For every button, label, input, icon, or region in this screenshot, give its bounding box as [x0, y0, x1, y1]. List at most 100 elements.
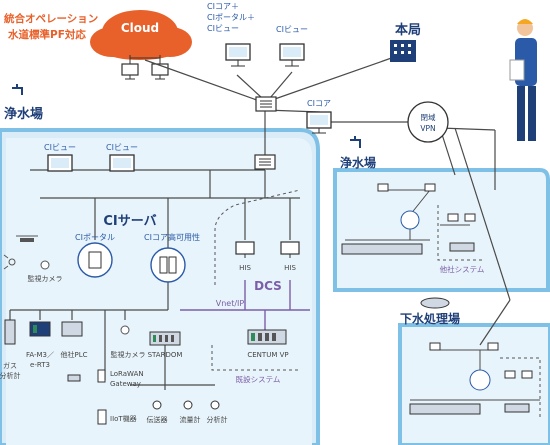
- gas-analyzer-label-1: ガス: [3, 361, 17, 370]
- ci-view-label-2: CIビュー: [106, 143, 138, 152]
- ci-core-ha-server-icon-2: [168, 256, 177, 274]
- right-plant-other-rack-icon: [449, 242, 475, 252]
- ci-portal-server-icon: [88, 251, 102, 269]
- ci-core-monitor-icon: [306, 111, 332, 134]
- ci-view-top-monitor-icon: [279, 43, 305, 67]
- integrated-ops-label: 統合オペレーション: [4, 12, 98, 25]
- sewage-other-rack-icon: [504, 403, 530, 413]
- ci-core-label: CIコア: [307, 99, 331, 108]
- flowmeter-label: 流量計: [180, 415, 201, 424]
- other-company-system-label: 他社システム: [440, 264, 485, 274]
- dcs-boundary: [214, 189, 301, 285]
- lorawan-label-1: LoRaWAN: [110, 370, 144, 378]
- ci-view-top-label: CIビュー: [276, 25, 308, 34]
- purification-plant-right-zone: [333, 168, 550, 292]
- ci-portal-label: CIポータル: [75, 233, 115, 242]
- iiot-label: IIoT機器: [110, 414, 137, 423]
- cloud-icon: [90, 10, 192, 60]
- sewage-rack-icon: [409, 403, 481, 415]
- right-plant-monitor-icon-3: [464, 213, 476, 222]
- sewage-boundary: [500, 357, 541, 420]
- faucet-icon-left: [12, 84, 23, 95]
- sewage-tank-icon: [420, 297, 450, 309]
- surveillance-cam-label: 監視カメラ: [111, 350, 146, 359]
- right-plant-server-node: [400, 210, 420, 230]
- purification-plant-right-label: 浄水場: [340, 155, 376, 170]
- purification-plant-inner: [6, 138, 312, 445]
- head-office-label: 本局: [395, 22, 421, 38]
- fa-m3-label-1: FA-M3／: [26, 351, 54, 359]
- camera-icon: [120, 325, 130, 335]
- ci-core-ha-server-icon-1: [159, 256, 168, 274]
- right-plant-monitor-icon-2: [447, 213, 459, 222]
- sewage-server-node: [469, 369, 491, 391]
- existing-system-label: 既設システム: [236, 374, 281, 384]
- closed-vpn-label-2: VPN: [420, 124, 435, 133]
- lorawan-gateway-icon: [97, 369, 106, 383]
- drone-icon: [16, 235, 38, 242]
- head-office-building-icon: [390, 40, 416, 62]
- flowmeter-icon: [183, 400, 193, 410]
- sewage-plant-label: 下水処理場: [400, 311, 460, 326]
- iiot-device-icon: [97, 409, 107, 425]
- cloud-monitor-icon-1: [121, 63, 139, 80]
- valve-icon: [67, 374, 81, 382]
- closed-vpn-node: [407, 101, 449, 143]
- ci-view-label-1: CIビュー: [44, 143, 76, 152]
- right-plant-monitor-icon-1: [377, 183, 389, 192]
- fa-m3-label-2: e-RT3: [30, 361, 50, 369]
- top-network-lines: [144, 54, 511, 346]
- stardom-label: STARDOM: [148, 351, 183, 359]
- centum-label: CENTUM VP: [247, 351, 288, 359]
- ci-combo-label-3: CIビュー: [207, 24, 239, 33]
- other-plc-icon: [61, 321, 83, 337]
- ci-server-label: CIサーバ: [103, 214, 156, 229]
- sewage-monitor-icon-3: [521, 370, 533, 379]
- vnet-ip-label: Vnet/IP: [216, 299, 245, 308]
- his-label-1: HIS: [239, 264, 251, 272]
- gas-analyzer-label-2: 分析計: [0, 371, 21, 380]
- ci-view-monitor-icon-1: [47, 154, 73, 172]
- core-switch-icon: [255, 96, 277, 112]
- lorawan-label-2: Gateway: [110, 380, 141, 388]
- sewage-switch-icon: [487, 342, 499, 351]
- operator-person-icon: [509, 19, 537, 141]
- purification-plant-label: 浄水場: [4, 106, 43, 122]
- sensor-icon: [3, 254, 16, 270]
- ci-combo-monitor-icon: [225, 43, 251, 67]
- vnet-ip-line: [180, 280, 310, 330]
- stardom-rack-icon: [149, 331, 181, 346]
- sewage-monitor-icon-1: [429, 342, 441, 351]
- ci-view-monitor-icon-2: [109, 154, 135, 172]
- centum-rack-icon: [247, 329, 287, 345]
- analyzer-icon: [210, 400, 220, 410]
- water-std-label: 水道標準PF対応: [7, 28, 86, 41]
- existing-system-boundary: [211, 345, 300, 371]
- transmitter-label: 伝送器: [147, 415, 168, 424]
- surveillance-cam-top-label: 監視カメラ: [28, 274, 63, 283]
- ci-combo-label-2: CIポータル＋: [207, 13, 255, 22]
- plant-switch-icon: [254, 154, 276, 170]
- analyzer-label: 分析計: [207, 415, 228, 424]
- gas-analyzer-icon: [4, 319, 16, 345]
- camera-icon-top: [40, 260, 50, 270]
- faucet-icon-right: [350, 136, 361, 148]
- his-label-2: HIS: [284, 264, 296, 272]
- cloud-monitor-icon-2: [151, 63, 169, 80]
- ci-core-ha-node: [150, 247, 186, 283]
- right-plant-boundary: [437, 205, 485, 261]
- right-plant-lines: [345, 189, 470, 241]
- other-plc-label: 他社PLC: [60, 350, 87, 359]
- his-monitor-icon-2: [280, 241, 300, 258]
- transmitter-icon: [152, 400, 162, 410]
- right-plant-switch-icon: [424, 183, 436, 192]
- ci-combo-label-1: CIコア＋: [207, 2, 239, 11]
- sewage-monitor-icon-2: [504, 370, 516, 379]
- cloud-label: Cloud: [121, 21, 159, 35]
- dcs-label: DCS: [254, 279, 282, 293]
- closed-vpn-label-1: 閉域: [421, 112, 436, 122]
- right-plant-rack-icon: [341, 243, 423, 255]
- fa-m3-plc-icon: [29, 321, 51, 337]
- his-monitor-icon-1: [235, 241, 255, 258]
